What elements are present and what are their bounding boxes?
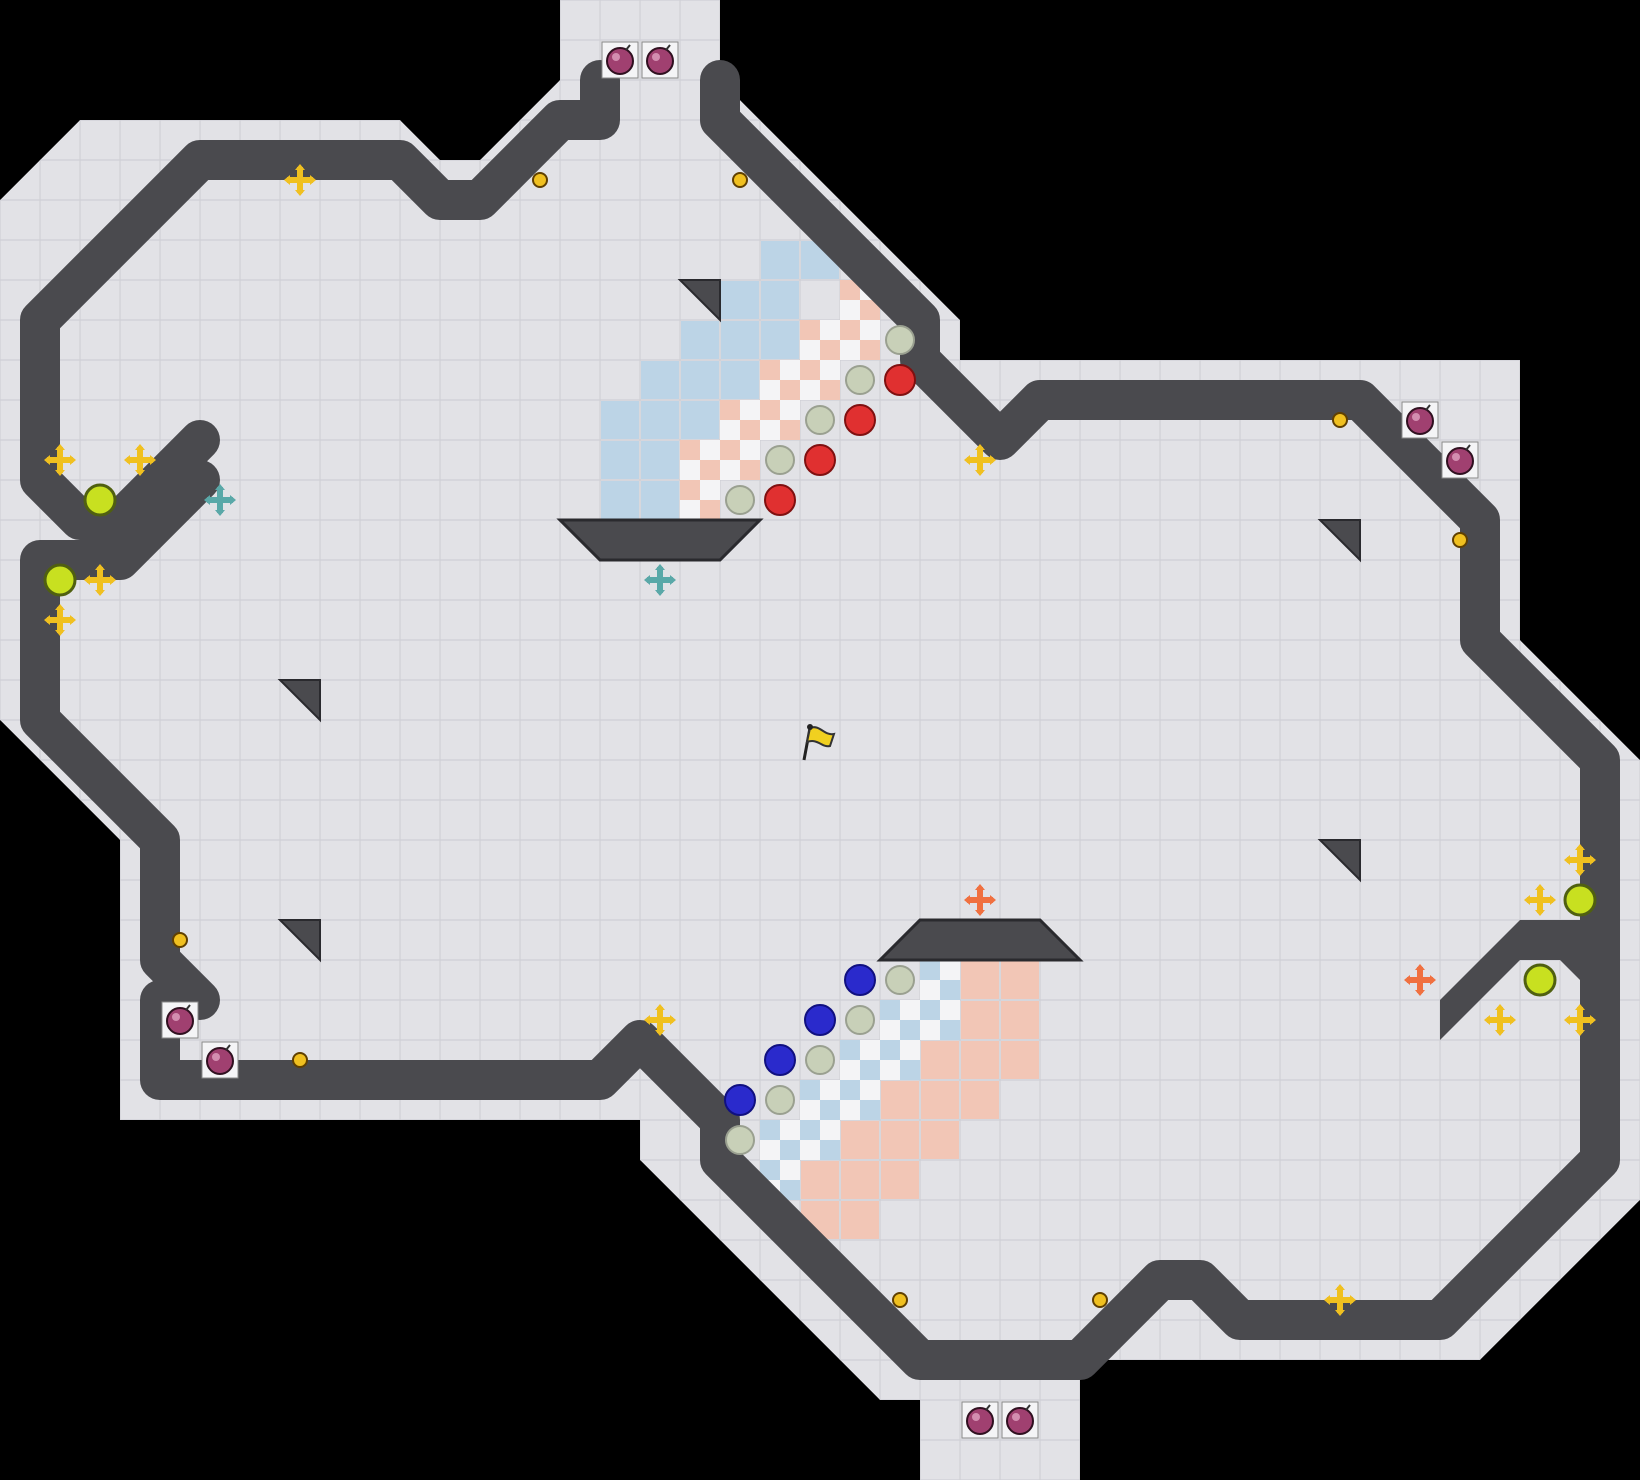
blue-ball-icon [844,964,876,996]
red-ball-icon [844,404,876,436]
neutral-ball-icon [885,965,915,995]
boost-yellow-icon [1524,884,1556,916]
boost-yellow-icon [644,1004,676,1036]
boost-yellow-icon [1564,844,1596,876]
blue-ball-icon [804,1004,836,1036]
bomb-icon [201,1041,239,1079]
boost-yellow-icon [1484,1004,1516,1036]
boost-yellow-icon [964,444,996,476]
neutral-ball-icon [885,325,915,355]
bottom-blue-checker [760,960,960,1200]
red-ball-icon [764,484,796,516]
spawn-ball-icon [1563,883,1597,917]
yellow-flag-icon [802,724,836,761]
neutral-ball-icon [725,485,755,515]
bottom-red-zone [801,961,1039,1239]
right-notch [1440,920,1600,1040]
triangle-bumper [277,679,321,723]
neutral-ball-icon [845,365,875,395]
boost-yellow-icon [84,564,116,596]
top-red-checker [680,280,880,520]
boost-yellow-icon [284,164,316,196]
powerup-dot-icon [1452,532,1468,548]
powerup-dot-icon [292,1052,308,1068]
bomb-icon [641,41,679,79]
powerup-dot-icon [532,172,548,188]
neutral-ball-icon [805,1045,835,1075]
top-blue-zone [601,241,839,519]
spawn-ball-icon [1523,963,1557,997]
bomb-icon [1001,1401,1039,1439]
bomb-icon [961,1401,999,1439]
bomb-icon [601,41,639,79]
triangle-bumper [1317,839,1361,883]
neutral-ball-icon [805,405,835,435]
boost-blue-icon [644,564,676,596]
neutral-ball-icon [725,1125,755,1155]
bomb-icon [1401,401,1439,439]
bomb-icon [1441,441,1479,479]
blue-ball-icon [764,1044,796,1076]
boost-yellow-icon [1324,1284,1356,1316]
bottom-center-platform [876,918,1084,962]
boost-yellow-icon [44,444,76,476]
powerup-dot-icon [1332,412,1348,428]
boost-yellow-icon [1564,1004,1596,1036]
powerup-dot-icon [892,1292,908,1308]
boost-blue-icon [204,484,236,516]
triangle-bumper [277,919,321,963]
powerup-dot-icon [732,172,748,188]
triangle-bumper [1317,519,1361,563]
boost-yellow-icon [124,444,156,476]
triangle-bumper [677,279,721,323]
red-ball-icon [884,364,916,396]
powerup-dot-icon [1092,1292,1108,1308]
red-ball-icon [804,444,836,476]
boost-red-icon [1404,964,1436,996]
top-center-platform [556,518,764,562]
powerup-dot-icon [172,932,188,948]
bomb-icon [161,1001,199,1039]
neutral-ball-icon [765,1085,795,1115]
boost-yellow-icon [44,604,76,636]
neutral-ball-icon [765,445,795,475]
blue-ball-icon [724,1084,756,1116]
spawn-ball-icon [43,563,77,597]
outer-wall [20,60,1620,1380]
neutral-ball-icon [845,1005,875,1035]
spawn-ball-icon [83,483,117,517]
boost-red-icon [964,884,996,916]
